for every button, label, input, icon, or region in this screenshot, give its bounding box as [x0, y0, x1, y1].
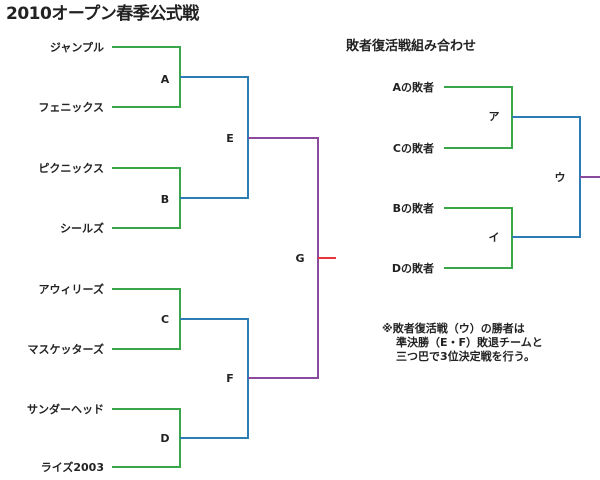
consolation-entry-a-loser: Aの敗者: [392, 81, 434, 94]
team-thunderhead: サンダーヘッド: [27, 403, 104, 416]
round1-lines: [112, 46, 513, 468]
team-awilies: アウィリーズ: [38, 283, 104, 296]
match-label-g: G: [295, 252, 305, 265]
team-musketeers: マスケッターズ: [27, 343, 104, 356]
consolation-entry-b-loser: Bの敗者: [392, 202, 434, 215]
match-label-c: C: [160, 313, 170, 326]
team-jumple: ジャンプル: [49, 41, 104, 54]
team-rise2003: ライズ2003: [40, 461, 104, 474]
consolation-match-a: ア: [488, 110, 500, 123]
note-line-1: ※敗者復活戦（ウ）の勝者は: [382, 322, 525, 335]
consolation-note: ※敗者復活戦（ウ）の勝者は 準決勝（E・F）敗退チームと 三つ巴で3位決定戦を行…: [382, 322, 543, 364]
consolation-match-u: ウ: [554, 171, 566, 184]
consolation-match-i: イ: [488, 231, 500, 244]
team-seals: シールズ: [60, 222, 104, 235]
match-label-e: E: [226, 132, 234, 145]
match-label-b: B: [160, 193, 170, 206]
consolation-entry-c-loser: Cの敗者: [392, 142, 434, 155]
round2-lines: [180, 76, 581, 439]
team-phoenix: フェニックス: [38, 101, 104, 114]
note-line-2: 準決勝（E・F）敗退チームと: [396, 336, 543, 349]
note-line-3: 三つ巴で3位決定戦を行う。: [396, 350, 535, 363]
page-title: 2010オープン春季公式戦: [6, 4, 199, 24]
match-label-a: A: [160, 73, 170, 86]
consolation-entry-d-loser: Dの敗者: [391, 262, 434, 275]
match-label-d: D: [160, 432, 170, 445]
match-label-f: F: [226, 372, 234, 385]
team-picnics: ピクニックス: [38, 162, 104, 175]
consolation-title: 敗者復活戦組み合わせ: [346, 39, 477, 54]
